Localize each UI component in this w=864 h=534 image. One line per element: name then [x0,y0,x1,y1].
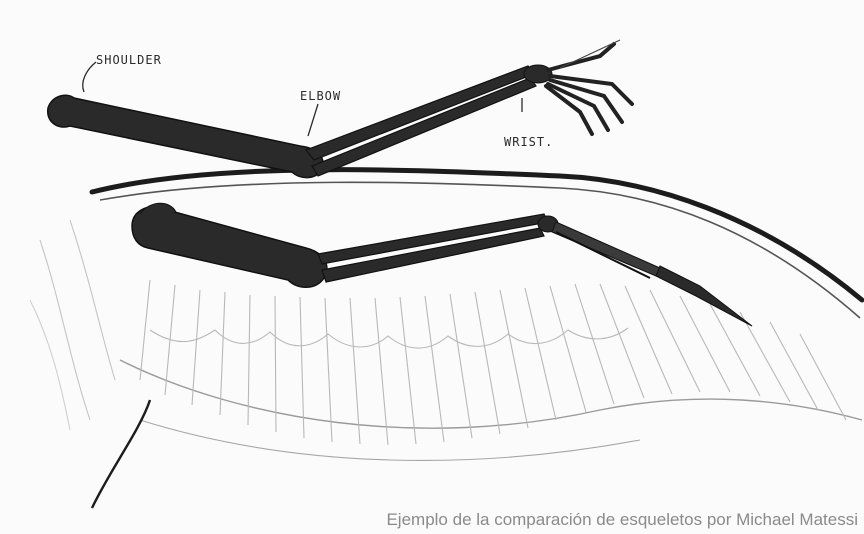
elbow-label: ELBOW [300,89,341,103]
shoulder-label: SHOULDER [96,53,162,67]
carpal-bones [524,65,552,83]
image-caption: Ejemplo de la comparación de esqueletos … [386,510,858,530]
wrist-label: WRIST. [504,135,553,149]
